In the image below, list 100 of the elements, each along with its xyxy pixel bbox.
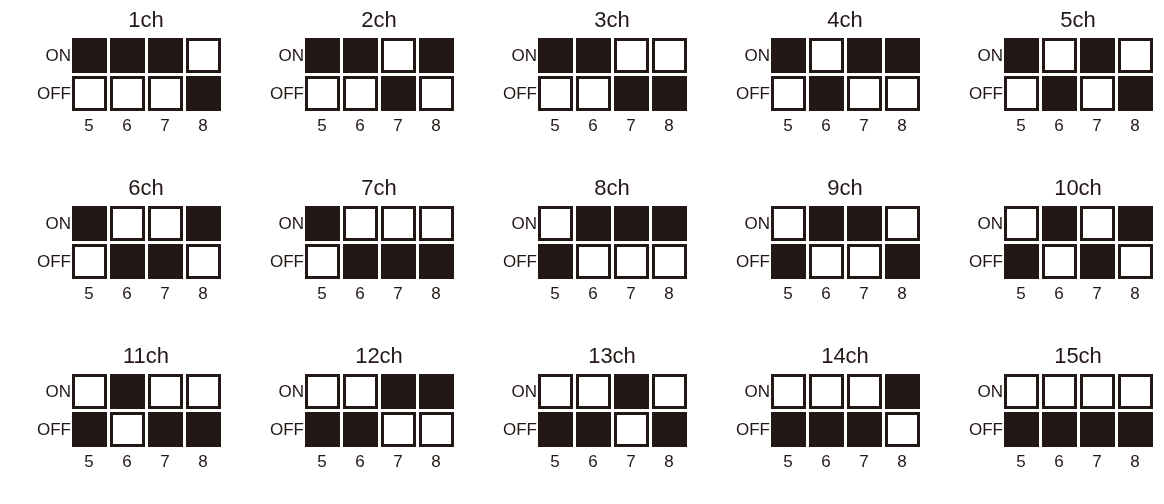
dip-switch [419, 206, 454, 241]
column-number: 7 [859, 452, 869, 472]
column-number: 5 [84, 284, 94, 304]
column-number: 5 [550, 452, 560, 472]
dip-switch [847, 244, 882, 279]
row-label: ON [45, 214, 71, 234]
dip-switch [614, 374, 649, 409]
dip-switch [1004, 412, 1039, 447]
dip-switch [1118, 76, 1153, 111]
dip-switch [809, 412, 844, 447]
dip-switch [1118, 206, 1153, 241]
dip-switch [809, 206, 844, 241]
dip-switch [614, 412, 649, 447]
column-number: 5 [1016, 452, 1026, 472]
column-number: 5 [550, 116, 560, 136]
dip-switch [305, 374, 340, 409]
dip-switch [305, 412, 340, 447]
row-label: OFF [37, 252, 71, 272]
row-label: OFF [503, 84, 537, 104]
dip-switch [1004, 374, 1039, 409]
dip-switch [576, 206, 611, 241]
column-number: 7 [160, 452, 170, 472]
dip-switch [1004, 76, 1039, 111]
dip-switch [381, 38, 416, 73]
dip-switch [1042, 38, 1077, 73]
dip-switch [110, 374, 145, 409]
dip-switch [381, 206, 416, 241]
row-label: ON [977, 46, 1003, 66]
dip-switch [1080, 412, 1115, 447]
dip-switch [305, 76, 340, 111]
row-label: ON [278, 46, 304, 66]
dip-switch [1080, 374, 1115, 409]
column-number: 8 [431, 452, 441, 472]
dip-switch [614, 38, 649, 73]
dip-switch [885, 76, 920, 111]
row-label: OFF [969, 420, 1003, 440]
dip-switch [847, 374, 882, 409]
channel-title: 4ch [827, 8, 863, 32]
column-number: 6 [588, 116, 598, 136]
column-number: 7 [393, 116, 403, 136]
dip-switch [72, 76, 107, 111]
dip-switch [614, 76, 649, 111]
row-label: ON [977, 382, 1003, 402]
column-number: 7 [1092, 452, 1102, 472]
column-number: 6 [1054, 284, 1064, 304]
dip-switch [110, 412, 145, 447]
column-number: 5 [1016, 284, 1026, 304]
dip-switch [343, 206, 378, 241]
dip-switch [538, 206, 573, 241]
dip-switch [1080, 244, 1115, 279]
dip-switch [148, 412, 183, 447]
dip-switch [148, 374, 183, 409]
column-number: 6 [821, 116, 831, 136]
dip-switch [809, 374, 844, 409]
dip-switch [576, 374, 611, 409]
dip-switch [419, 244, 454, 279]
dip-switch [771, 244, 806, 279]
dip-switch [419, 374, 454, 409]
dip-switch [576, 38, 611, 73]
dip-switch [381, 412, 416, 447]
column-number: 8 [664, 284, 674, 304]
dip-switch [1042, 206, 1077, 241]
dip-switch [381, 374, 416, 409]
channel-title: 5ch [1060, 8, 1096, 32]
column-number: 6 [821, 284, 831, 304]
dip-switch [148, 76, 183, 111]
dip-switch [652, 244, 687, 279]
dip-switch [343, 374, 378, 409]
dip-switch [1080, 206, 1115, 241]
row-label: ON [278, 214, 304, 234]
column-number: 6 [821, 452, 831, 472]
channel-title: 14ch [821, 344, 869, 368]
column-number: 8 [664, 116, 674, 136]
column-number: 7 [393, 284, 403, 304]
dip-switch [72, 38, 107, 73]
dip-switch [305, 206, 340, 241]
channel-title: 9ch [827, 176, 863, 200]
channel-title: 7ch [361, 176, 397, 200]
dip-switch [1004, 244, 1039, 279]
dip-switch [72, 412, 107, 447]
dip-switch [847, 76, 882, 111]
column-number: 6 [1054, 116, 1064, 136]
dip-switch [771, 374, 806, 409]
row-label: OFF [270, 420, 304, 440]
column-number: 5 [84, 116, 94, 136]
dip-switch [771, 206, 806, 241]
dip-switch [381, 244, 416, 279]
column-number: 7 [393, 452, 403, 472]
channel-title: 11ch [122, 344, 170, 368]
dip-switch [148, 206, 183, 241]
column-number: 7 [1092, 284, 1102, 304]
row-label: ON [977, 214, 1003, 234]
column-number: 5 [84, 452, 94, 472]
column-number: 7 [160, 284, 170, 304]
row-label: ON [511, 214, 537, 234]
column-number: 6 [122, 452, 132, 472]
dip-switch [614, 244, 649, 279]
column-number: 6 [355, 284, 365, 304]
dip-switch [847, 412, 882, 447]
dip-switch [343, 38, 378, 73]
